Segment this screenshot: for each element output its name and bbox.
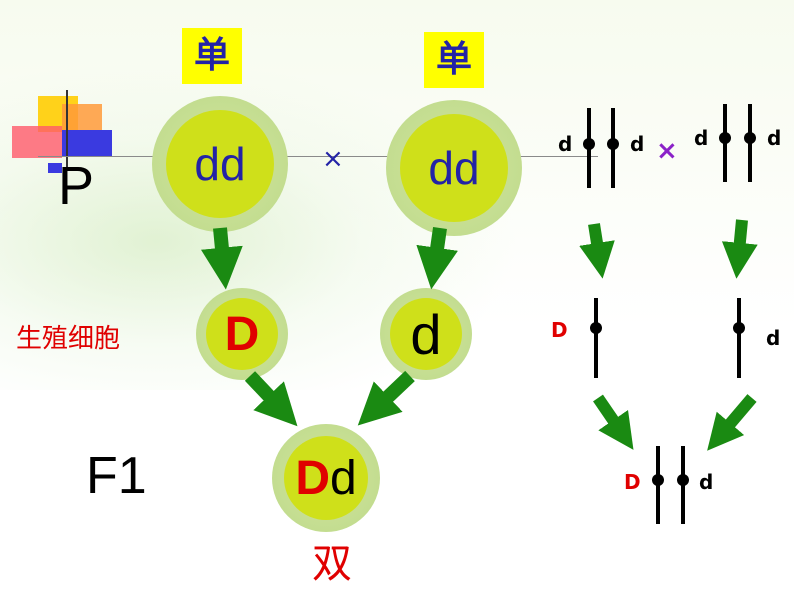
right-gamete-cell: d [380,288,472,380]
arrow-chrom-right-merge [707,394,757,451]
left-gamete-allele: D [224,307,260,361]
offspring-cell: D d [272,424,380,532]
gametes-label: 生殖细胞 [16,324,121,354]
chromosome-pair-offspring [652,446,689,524]
left-gamete-cell: D [196,288,288,380]
chrom-cross-symbol: × [656,136,678,166]
chrom-offspring-right-allele: d [699,470,714,494]
chrom-offspring-left-allele: D [624,470,641,494]
left-parent-label: 单 [182,28,242,84]
right-parent-label: 单 [424,32,484,88]
arrow-left-parent-to-gamete [200,227,243,290]
f1-generation-label: F1 [86,447,147,505]
arrow-chrom-right-down [721,219,758,279]
chromosome-pair-parent-left [583,108,619,188]
offspring-label: 双 [312,541,352,587]
arrow-right-gamete-to-offspring [357,370,415,426]
arrow-right-parent-to-gamete [416,227,458,290]
chrom-parent-right-allele-a: d [694,126,709,150]
arrow-chrom-left-down [579,223,615,279]
arrow-left-gamete-to-offspring [244,371,298,427]
p-line [38,156,598,157]
chromosome-gamete-left [590,298,602,378]
chrom-parent-left-allele-a: d [558,132,573,156]
p-generation-label: P [58,156,95,216]
left-parent-cell: dd [152,96,288,232]
left-parent-genotype: dd [194,138,246,190]
chrom-parent-right-allele-b: d [767,126,782,150]
offspring-allele-d-recessive: d [329,451,357,505]
chromosome-gamete-right [733,298,745,378]
chromosome-pair-parent-right [719,104,756,182]
arrow-chrom-left-merge [593,394,634,450]
right-parent-genotype: dd [428,142,480,194]
chrom-gamete-right-allele: d [766,326,781,350]
chrom-parent-left-allele-b: d [630,132,645,156]
right-parent-cell: dd [386,100,522,236]
chrom-gamete-left-allele: D [551,318,568,342]
right-gamete-allele: d [410,302,442,366]
offspring-allele-d-dominant: D [295,451,330,505]
parent-cross-symbol: × [322,144,344,174]
